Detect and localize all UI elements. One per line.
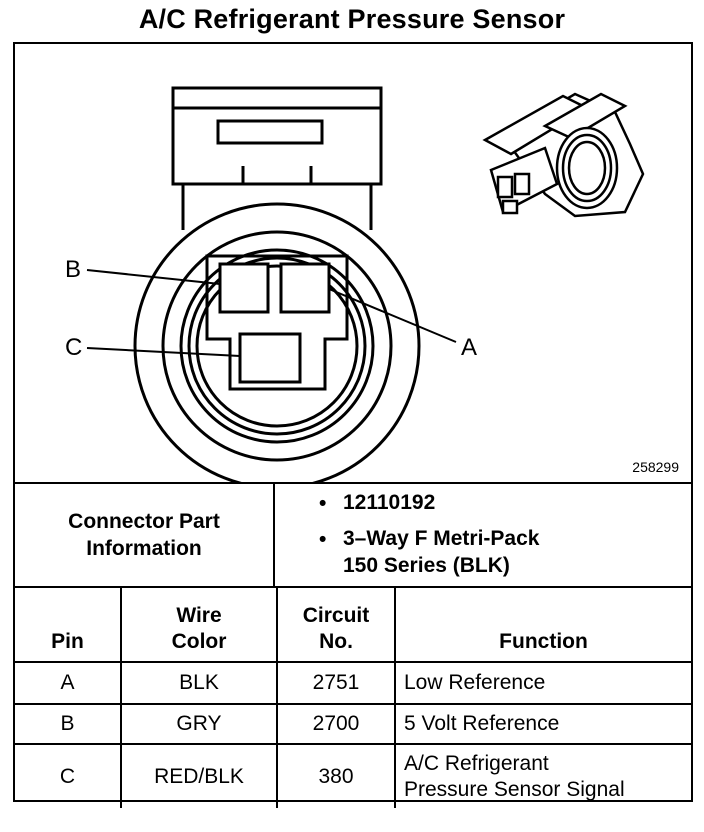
callout-leaders xyxy=(86,269,457,357)
bullet-icon: • xyxy=(319,528,327,551)
connector-description-line1: 3–Way F Metri-Pack xyxy=(343,527,540,550)
header-pin: Pin xyxy=(15,588,122,663)
connector-info: Connector Part Information • 12110192 • … xyxy=(15,484,691,588)
header-function: Function xyxy=(394,588,691,663)
function-cell: Low Reference xyxy=(394,661,691,705)
connector-face xyxy=(133,86,421,482)
circuit-cell: 2700 xyxy=(276,703,396,745)
pin-cell: C xyxy=(15,743,122,808)
pin-c-callout: C xyxy=(65,334,83,361)
connector-diagram: B C A 258299 xyxy=(15,44,691,484)
connector-description-line2: 150 Series (BLK) xyxy=(343,554,510,577)
circuit-cell: 380 xyxy=(276,743,396,808)
connector-info-list: • 12110192 • 3–Way F Metri-Pack 150 Seri… xyxy=(277,484,691,586)
pin-b-callout: B xyxy=(65,256,82,283)
connector-info-label: Connector Part Information xyxy=(15,484,275,586)
wire-color-cell: GRY xyxy=(120,703,278,745)
pin-a-callout: A xyxy=(461,334,478,361)
connector-drawing xyxy=(86,86,645,482)
pin-cell: B xyxy=(15,703,122,745)
pin-cell: A xyxy=(15,661,122,705)
function-cell: 5 Volt Reference xyxy=(394,703,691,745)
connector-info-label-line2: Information xyxy=(86,537,202,560)
table-row: B GRY 2700 5 Volt Reference xyxy=(15,703,691,745)
table-row: A BLK 2751 Low Reference xyxy=(15,661,691,705)
connector-isometric-view xyxy=(482,92,645,218)
part-number: 12110192 xyxy=(343,491,436,514)
bullet-icon: • xyxy=(319,492,327,515)
connector-info-label-line1: Connector Part xyxy=(68,510,220,533)
circuit-cell: 2751 xyxy=(276,661,396,705)
connector-sheet: B C A 258299 Connector Part Information … xyxy=(13,42,693,808)
page-title: A/C Refrigerant Pressure Sensor xyxy=(138,4,566,34)
wire-color-cell: BLK xyxy=(120,661,278,705)
wire-color-cell: RED/BLK xyxy=(120,743,278,808)
figure-number: 258299 xyxy=(632,459,679,475)
